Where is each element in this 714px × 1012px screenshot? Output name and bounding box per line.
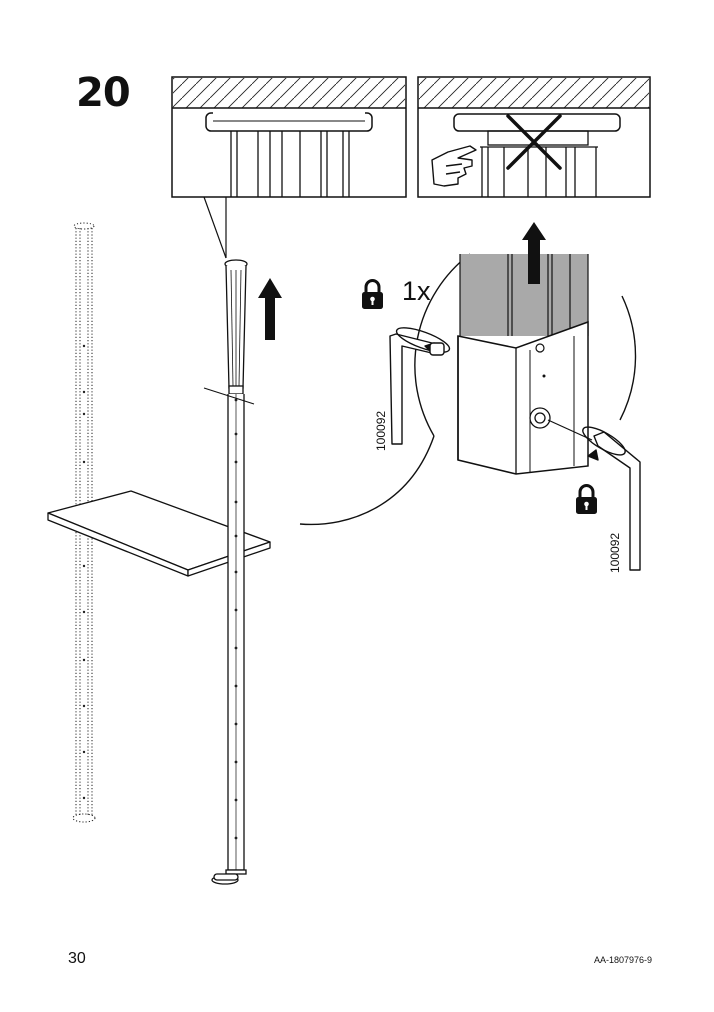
detail-panel-incorrect — [417, 76, 651, 198]
existing-pole-outline — [72, 222, 96, 823]
cross-mark-icon — [506, 114, 562, 170]
hand-pointing-icon — [431, 145, 477, 187]
document-code: AA-1807976-9 — [593, 955, 652, 965]
page-number: 30 — [68, 950, 86, 967]
main-pole-holes — [234, 398, 238, 840]
joint-leader-line — [203, 387, 255, 405]
up-arrow-icon — [258, 278, 282, 340]
step-number: 20 — [76, 70, 131, 116]
part-id-label: 100092 — [374, 410, 388, 451]
existing-pole-holes — [82, 344, 86, 800]
allen-key-left — [389, 327, 451, 445]
lock-icon — [362, 279, 383, 309]
lock-icon — [576, 484, 597, 514]
quantity-label: 1x — [402, 276, 431, 306]
detail-panel-correct — [171, 76, 407, 259]
allen-key-right — [547, 419, 641, 571]
zoom-detail — [299, 222, 637, 526]
part-id-label: 100092 — [608, 532, 622, 573]
main-pole — [211, 259, 248, 885]
